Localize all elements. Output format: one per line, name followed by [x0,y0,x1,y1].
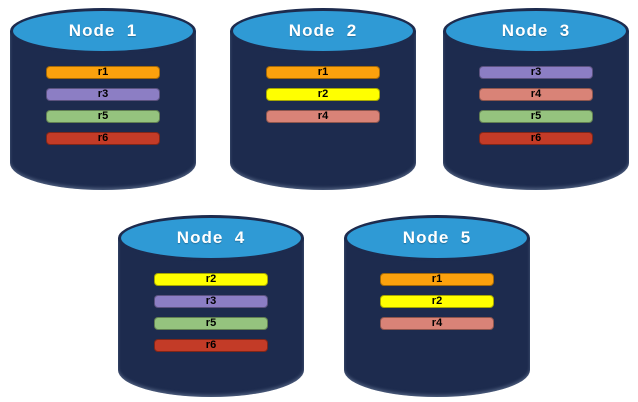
node-3-replica-list: r3 r4 r5 r6 [479,66,593,145]
replica-bar-r1: r1 [266,66,380,79]
replica-label: r2 [205,273,217,285]
replica-label: r1 [317,66,329,78]
replica-bar-r6: r6 [154,339,268,352]
replica-label: r4 [530,88,542,100]
replica-bar-r2: r2 [380,295,494,308]
replica-label: r5 [205,317,217,329]
replica-label: r1 [97,66,109,78]
replica-bar-r4: r4 [266,110,380,123]
node-1-replica-list: r1 r3 r5 r6 [46,66,160,145]
replica-bar-r6: r6 [479,132,593,145]
node-3-cylinder: Node 3 r3 r4 r5 r6 [443,8,629,190]
replica-bar-r2: r2 [266,88,380,101]
replica-bar-r4: r4 [380,317,494,330]
replica-bar-r1: r1 [380,273,494,286]
replica-label: r5 [530,110,542,122]
replica-bar-r5: r5 [479,110,593,123]
node-4-replica-list: r2 r3 r5 r6 [154,273,268,352]
node-3-top-ellipse: Node 3 [443,8,629,54]
node-2-replica-list: r1 r2 r4 [266,66,380,123]
replica-label: r3 [530,66,542,78]
replica-bar-r5: r5 [46,110,160,123]
node-2-cylinder: Node 2 r1 r2 r4 [230,8,416,190]
replica-label: r3 [97,88,109,100]
replica-label: r2 [317,88,329,100]
replica-bar-r3: r3 [46,88,160,101]
node-2-title: Node 2 [288,21,358,40]
replica-bar-r1: r1 [46,66,160,79]
node-3-title: Node 3 [501,21,571,40]
replica-label: r5 [97,110,109,122]
replica-bar-r4: r4 [479,88,593,101]
replica-label: r4 [317,110,329,122]
replica-bar-r5: r5 [154,317,268,330]
replica-label: r6 [205,339,217,351]
replica-label: r4 [431,317,443,329]
node-4-cylinder: Node 4 r2 r3 r5 r6 [118,215,304,397]
replica-bar-r6: r6 [46,132,160,145]
replica-bar-r3: r3 [479,66,593,79]
node-1-top-ellipse: Node 1 [10,8,196,54]
replica-bar-r2: r2 [154,273,268,286]
node-1-title: Node 1 [68,21,138,40]
node-4-top-ellipse: Node 4 [118,215,304,261]
node-2-top-ellipse: Node 2 [230,8,416,54]
replica-label: r6 [97,132,109,144]
node-5-top-ellipse: Node 5 [344,215,530,261]
node-5-cylinder: Node 5 r1 r2 r4 [344,215,530,397]
replica-bar-r3: r3 [154,295,268,308]
node-1-cylinder: Node 1 r1 r3 r5 r6 [10,8,196,190]
replica-label: r2 [431,295,443,307]
node-5-title: Node 5 [402,228,472,247]
node-4-title: Node 4 [176,228,246,247]
replica-label: r1 [431,273,443,285]
replica-label: r3 [205,295,217,307]
node-5-replica-list: r1 r2 r4 [380,273,494,330]
replica-label: r6 [530,132,542,144]
